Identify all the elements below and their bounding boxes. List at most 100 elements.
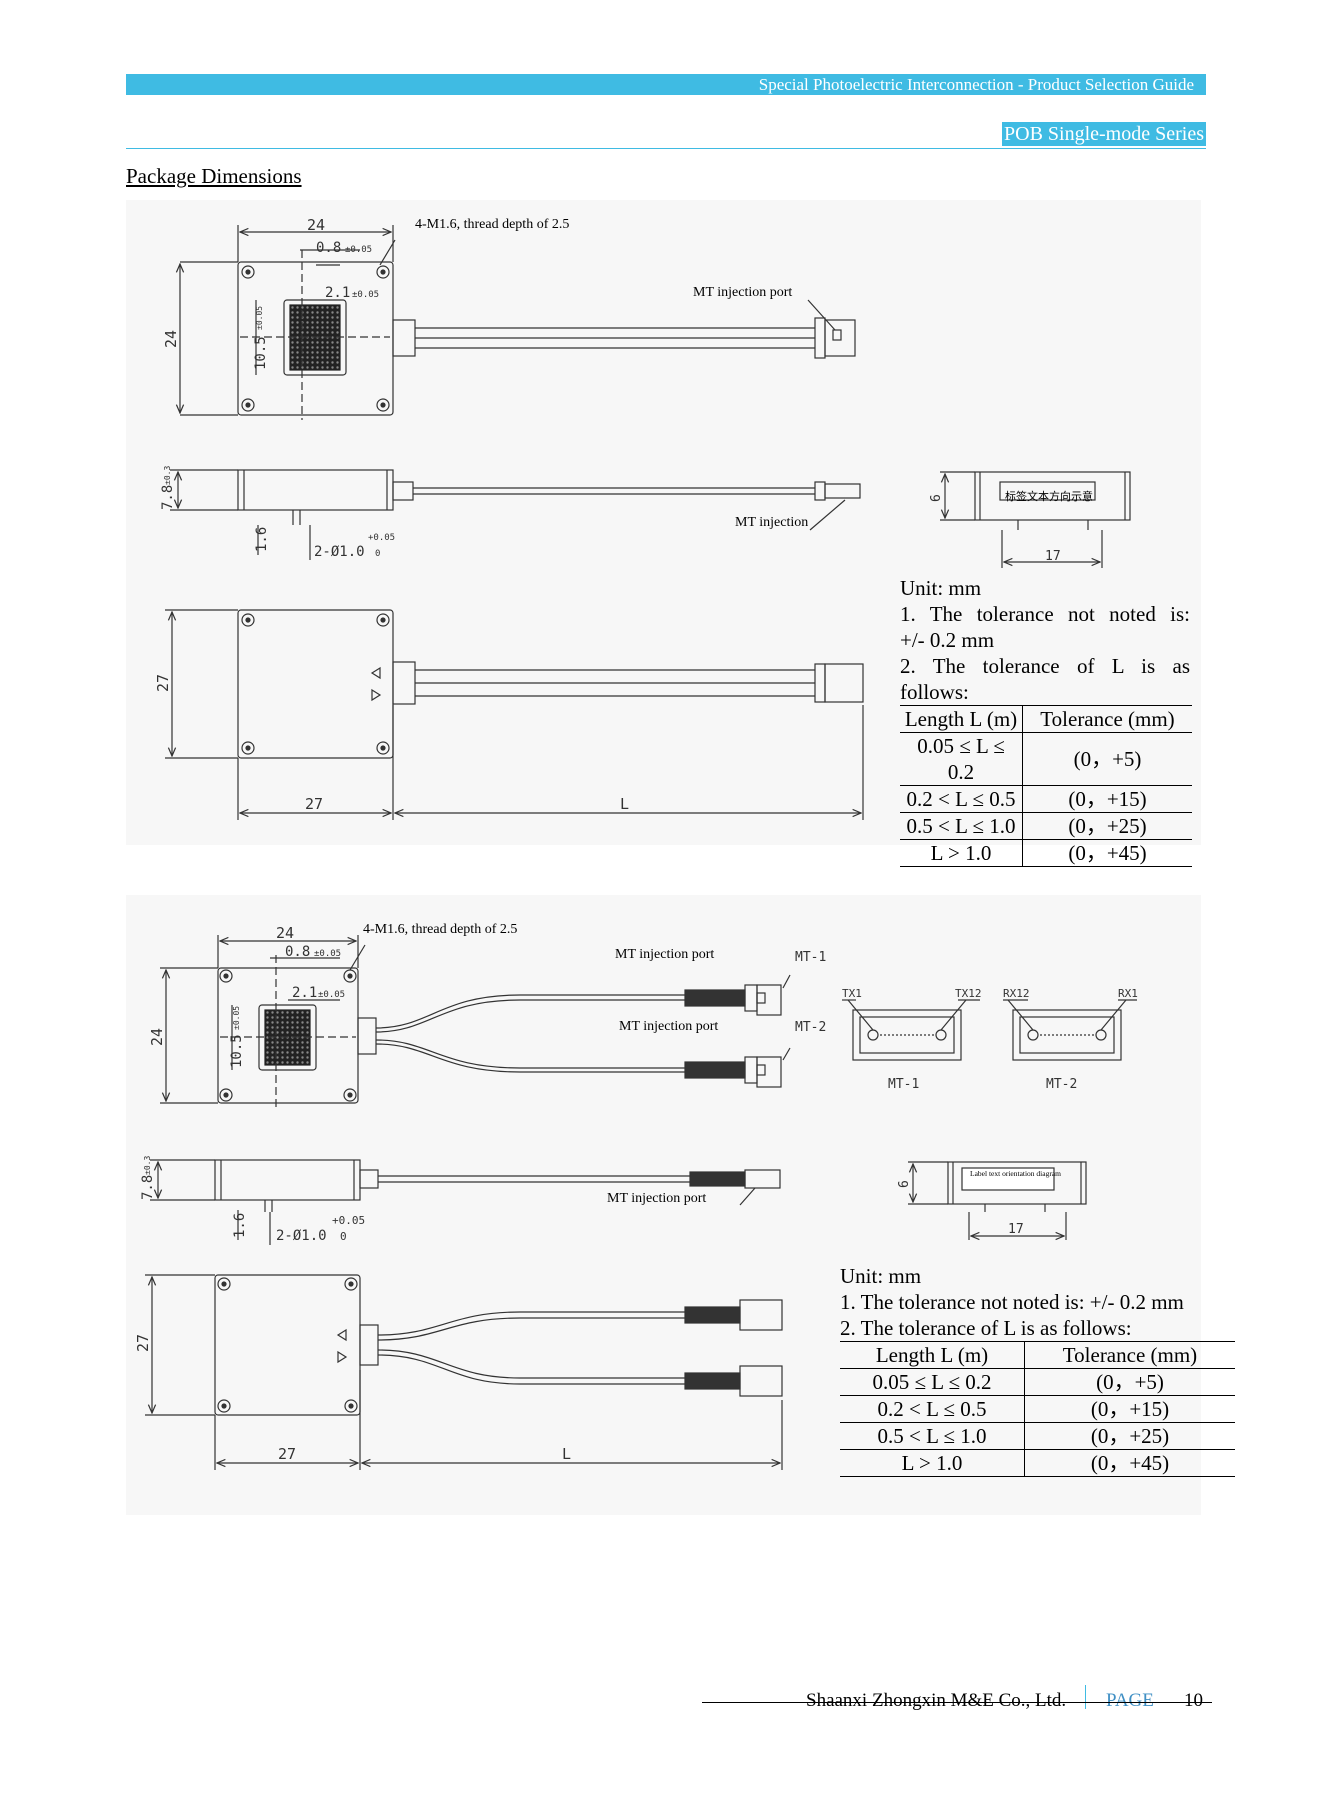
banner-text: Special Photoelectric Interconnection - …: [758, 75, 1194, 94]
d2-conn-h: 6: [897, 1180, 912, 1188]
d2-mt1-label: MT-1: [795, 950, 826, 965]
d2-pin-len: 1.6: [232, 1213, 248, 1238]
d1-offset: 2.1: [325, 285, 350, 301]
d2-pitch: 0.8: [285, 944, 310, 960]
table-cell: L > 1.0: [840, 1449, 1025, 1477]
connector-end-view-2: [947, 1161, 1087, 1205]
d2-rx12: RX12: [1003, 987, 1030, 1000]
d2-thickness: 7.8: [140, 1175, 156, 1200]
d1-cable: L: [620, 795, 629, 813]
table-row: 0.2 < L ≤ 0.5 (0，+15): [840, 1395, 1235, 1423]
d2-tx12: TX12: [955, 987, 982, 1000]
notes1-line1: 1. The tolerance not noted is:: [900, 602, 1190, 626]
table-header: Length L (m): [840, 1341, 1025, 1369]
header-banner: Special Photoelectric Interconnection - …: [126, 74, 1206, 95]
table-row: 0.05 ≤ L ≤ 0.2 (0，+5): [900, 732, 1192, 786]
d2-pin-tol-up: +0.05: [332, 1214, 365, 1227]
d2-body-w: 27: [278, 1445, 296, 1463]
d2-rx1: RX1: [1118, 987, 1138, 1000]
d1-conn-h: 6: [929, 494, 944, 502]
d2-mt1-face-label: MT-1: [888, 1077, 919, 1092]
d1-body-w: 27: [305, 795, 323, 813]
table-row: 0.5 < L ≤ 1.0 (0，+25): [900, 812, 1192, 840]
d1-offset-tol: ±0.05: [352, 290, 379, 300]
table-cell: (0，+5): [1022, 732, 1192, 786]
notes2-unit: Unit: mm: [840, 1264, 922, 1288]
d1-thickness: 7.8: [160, 485, 176, 510]
table-row: 0.5 < L ≤ 1.0 (0，+25): [840, 1422, 1235, 1450]
table-header: Tolerance (mm): [1024, 1341, 1235, 1369]
d2-array-tol: ±0.05: [232, 1006, 241, 1030]
footer-separator: [1085, 1685, 1086, 1709]
side-view-body-2: [214, 1159, 361, 1201]
table-cell: (0，+45): [1024, 1449, 1235, 1477]
table-cell: L > 1.0: [900, 839, 1023, 867]
d2-mt-port-label-2: MT injection port: [619, 1019, 718, 1034]
series-label: POB Single-mode Series: [1002, 122, 1206, 146]
table-header-row: Length L (m) Tolerance (mm): [900, 705, 1192, 733]
table-cell: (0，+25): [1022, 812, 1192, 840]
footer-company: Shaanxi Zhongxin M&E Co., Ltd.: [806, 1690, 1067, 1711]
d2-offset-tol: ±0.05: [318, 990, 345, 1000]
d2-mt2-label: MT-2: [795, 1020, 826, 1035]
d1-array: 10.5: [253, 336, 269, 370]
d1-conn-w: 17: [1045, 549, 1061, 564]
tolerance-table-1: Length L (m) Tolerance (mm) 0.05 ≤ L ≤ 0…: [900, 705, 1192, 867]
d1-mt-injection-label: MT injection: [735, 515, 808, 530]
mt2-face: [1012, 1009, 1122, 1061]
d2-thickness-tol: ±0.3: [143, 1156, 152, 1175]
header-rule: [126, 148, 1206, 149]
footer-page-label: PAGE: [1106, 1690, 1154, 1711]
table-row: 0.2 < L ≤ 0.5 (0，+15): [900, 785, 1192, 813]
d2-width-top: 24: [276, 924, 294, 942]
d1-pitch: 0.8: [316, 240, 341, 256]
table-cell: (0，+45): [1022, 839, 1192, 867]
table-cell: (0，+5): [1024, 1368, 1235, 1396]
notes1-line2b: follows:: [900, 680, 969, 704]
bottom-view-body: [237, 609, 394, 759]
d2-thread-note: 4-M1.6, thread depth of 2.5: [363, 922, 517, 937]
table-cell: (0，+15): [1022, 785, 1192, 813]
d1-thread-note: 4-M1.6, thread depth of 2.5: [415, 217, 569, 232]
notes1-unit: Unit: mm: [900, 576, 982, 600]
side-view-body: [237, 469, 394, 511]
connector-end-view: [974, 471, 1131, 521]
table-cell: 0.5 < L ≤ 1.0: [900, 812, 1023, 840]
table-header-row: Length L (m) Tolerance (mm): [840, 1341, 1235, 1369]
mt1-face: [852, 1009, 962, 1061]
bottom-view-body-2: [214, 1274, 361, 1416]
table-cell: 0.05 ≤ L ≤ 0.2: [900, 732, 1023, 786]
d1-chinese-label: 标签文本方向示意: [1005, 489, 1093, 503]
notes2-line2: 2. The tolerance of L is as follows:: [840, 1316, 1132, 1340]
d2-label-diagram: Label text orientation diagram: [970, 1169, 1061, 1178]
d2-pin-tol-low: 0: [340, 1230, 347, 1243]
tolerance-table-2: Length L (m) Tolerance (mm) 0.05 ≤ L ≤ 0…: [840, 1341, 1235, 1477]
d1-pin-dia: 2-Ø1.0: [314, 544, 365, 560]
footer-rule: [702, 1702, 1212, 1703]
notes2-line1: 1. The tolerance not noted is: +/- 0.2 m…: [840, 1290, 1184, 1314]
d2-array: 10.5: [229, 1034, 245, 1068]
d2-conn-w: 17: [1008, 1222, 1024, 1237]
drawing-2: [145, 935, 1137, 1470]
footer-page-number: 10: [1184, 1690, 1203, 1711]
table-row: 0.05 ≤ L ≤ 0.2 (0，+5): [840, 1368, 1235, 1396]
d1-height-side: 24: [162, 330, 180, 348]
d2-tx1: TX1: [842, 987, 862, 1000]
d1-pitch-tol: ±0.05: [345, 245, 372, 255]
d1-pin-tol-up: +0.05: [368, 533, 395, 543]
table-header: Tolerance (mm): [1022, 705, 1192, 733]
d1-array-tol: ±0.05: [255, 306, 264, 330]
notes1-line2: 2. The tolerance of L is as: [900, 654, 1190, 678]
d1-body-h: 27: [154, 674, 172, 692]
d2-cable: L: [562, 1445, 571, 1463]
table-cell: (0，+15): [1024, 1395, 1235, 1423]
table-row: L > 1.0 (0，+45): [900, 839, 1192, 867]
d2-body-h: 27: [134, 1334, 152, 1352]
d2-mt2-face-label: MT-2: [1046, 1077, 1077, 1092]
d1-pin-len: 1.6: [254, 527, 270, 552]
d2-mt-port-label-3: MT injection port: [607, 1191, 706, 1206]
d1-width-top: 24: [307, 216, 325, 234]
d2-pitch-tol: ±0.05: [314, 949, 341, 959]
d1-pin-tol-low: 0: [375, 549, 380, 559]
